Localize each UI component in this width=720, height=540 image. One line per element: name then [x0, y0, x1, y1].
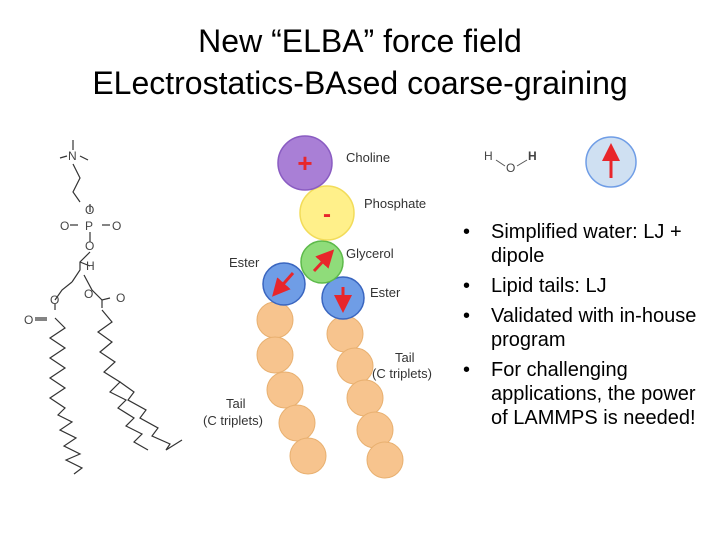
water-o: O — [506, 161, 515, 175]
bullet-marker: • — [463, 359, 471, 381]
label-glycerol: Glycerol — [346, 246, 394, 261]
label-ester-left: Ester — [229, 255, 260, 270]
dipole-arrow — [272, 272, 295, 297]
atom-o-3: O — [112, 219, 121, 233]
bullet-marker: • — [463, 305, 471, 327]
tail-beads-left — [256, 301, 327, 475]
atom-p: P — [85, 219, 93, 233]
tail-bead — [326, 315, 364, 353]
label-tail-left-1: Tail — [226, 396, 246, 411]
plus-charge: + — [297, 148, 312, 178]
atom-o-7: O — [84, 287, 93, 301]
label-tail-left-2: (C triplets) — [203, 413, 263, 428]
atom-o-1: O — [85, 203, 94, 217]
tail-bead — [278, 404, 316, 442]
label-tail-right-1: Tail — [395, 350, 415, 365]
label-tail-right-2: (C triplets) — [372, 366, 432, 381]
bullet-item: • Validated with in-house program — [455, 304, 710, 352]
water-h-left: H — [484, 149, 493, 163]
tail-bead — [266, 371, 304, 409]
atom-o-4: O — [85, 239, 94, 253]
bullet-item: • For challenging applications, the power… — [455, 358, 710, 430]
atom-n: N — [68, 149, 77, 163]
tail-bead — [256, 301, 294, 339]
atom-o-5: O — [50, 293, 59, 307]
bullet-text: Simplified water: LJ + dipole — [491, 221, 682, 267]
atom-o-8: O — [116, 291, 125, 305]
choline-bead — [277, 135, 333, 191]
water-h-right: H — [528, 149, 537, 163]
tail-bead — [336, 347, 374, 385]
bullet-item: • Lipid tails: LJ — [455, 274, 710, 298]
bullet-text: For challenging applications, the power … — [491, 359, 696, 429]
tail-bead — [366, 441, 404, 479]
minus-charge: - — [323, 201, 331, 228]
atom-o-6: O — [24, 313, 33, 327]
tail-beads-right — [326, 315, 404, 479]
label-choline: Choline — [346, 150, 390, 165]
label-phosphate: Phosphate — [364, 196, 426, 211]
bullet-marker: • — [463, 275, 471, 297]
tail-bead — [289, 437, 327, 475]
bullet-text: Validated with in-house program — [491, 305, 697, 351]
tail-bead — [256, 336, 294, 374]
bullet-list: • Simplified water: LJ + dipole • Lipid ta… — [455, 220, 710, 436]
label-ester-right: Ester — [370, 285, 401, 300]
lipid-atom-labels: N O O P O O H O O O O — [24, 149, 125, 327]
water-molecule: H O H — [484, 149, 537, 175]
phosphate-bead — [299, 185, 355, 241]
title-line-2: ELectrostatics-BAsed coarse-graining — [92, 65, 628, 101]
lipid-chemical-structure — [35, 140, 183, 475]
bullet-marker: • — [463, 221, 471, 243]
bullet-text: Lipid tails: LJ — [491, 275, 607, 297]
tail-bead — [346, 379, 384, 417]
atom-h: H — [86, 259, 95, 273]
atom-o-2: O — [60, 219, 69, 233]
title-line-1: New “ELBA” force field — [198, 23, 522, 59]
bullet-item: • Simplified water: LJ + dipole — [455, 220, 710, 268]
dipole-arrow — [312, 249, 335, 273]
